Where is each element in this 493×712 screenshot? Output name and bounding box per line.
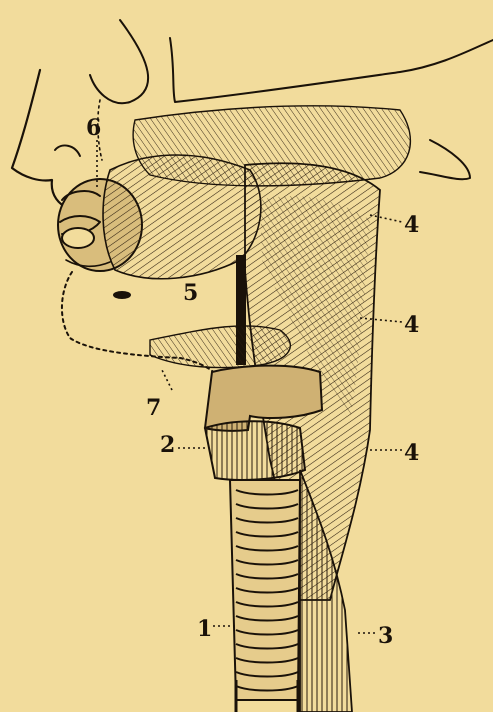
label-3: 3	[378, 623, 393, 649]
cheek-opening	[113, 291, 131, 299]
cricoid-region	[205, 421, 305, 480]
label-4-middle: 4	[404, 312, 419, 338]
label-6: 6	[86, 115, 101, 141]
label-5: 5	[183, 280, 198, 306]
floor-of-mouth	[150, 326, 290, 368]
label-4-upper: 4	[404, 212, 419, 238]
label-2: 2	[160, 432, 175, 458]
trachea	[230, 480, 300, 712]
label-7: 7	[146, 395, 161, 421]
label-1: 1	[197, 616, 212, 642]
label-4-lower: 4	[404, 440, 419, 466]
